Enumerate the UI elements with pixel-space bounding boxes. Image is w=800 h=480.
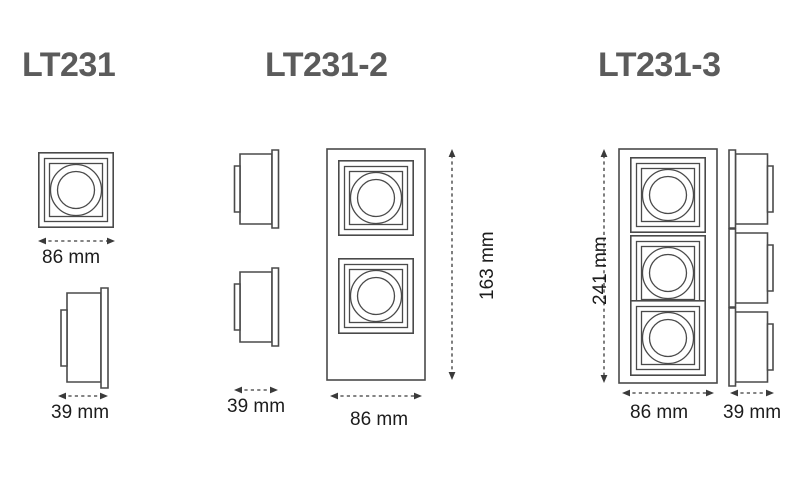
dimension-label-g2-front-width: 86 mm — [350, 409, 409, 430]
dimension-label-g2-side-width: 39 mm — [227, 396, 286, 417]
group-title-lt231: LT231 — [22, 46, 116, 84]
dimension-label-g1-side-width: 39 mm — [51, 402, 110, 423]
group-title-lt231-3: LT231-3 — [598, 46, 721, 84]
group-lt231-side-view — [60, 287, 109, 389]
dimension-line-g2-side-width — [234, 386, 278, 394]
group-lt231-2-side-view — [233, 149, 280, 347]
dimension-line-g2-front-width — [330, 392, 422, 400]
group-lt231-3-front-view — [618, 148, 718, 384]
dimension-line-g1-side-width — [58, 392, 108, 400]
group-title-lt231-2: LT231-2 — [265, 46, 388, 84]
dimension-line-g3-front-width — [622, 389, 714, 397]
dimension-line-g3-side-width — [730, 389, 774, 397]
dimension-label-g3-side-width: 39 mm — [723, 402, 782, 423]
dimension-line-g1-front-width — [38, 237, 115, 245]
group-lt231-3-side-view — [728, 149, 774, 387]
dimension-label-g2-front-height: 163 mm — [477, 231, 498, 300]
dimension-label-g1-front-width: 86 mm — [42, 247, 101, 268]
dimension-label-g3-front-height: 241 mm — [590, 236, 611, 305]
group-lt231-front-view — [37, 152, 115, 229]
group-lt231-2-front-view — [326, 148, 426, 381]
dimension-label-g3-front-width: 86 mm — [630, 402, 689, 423]
dimension-line-g2-front-height — [448, 149, 456, 380]
